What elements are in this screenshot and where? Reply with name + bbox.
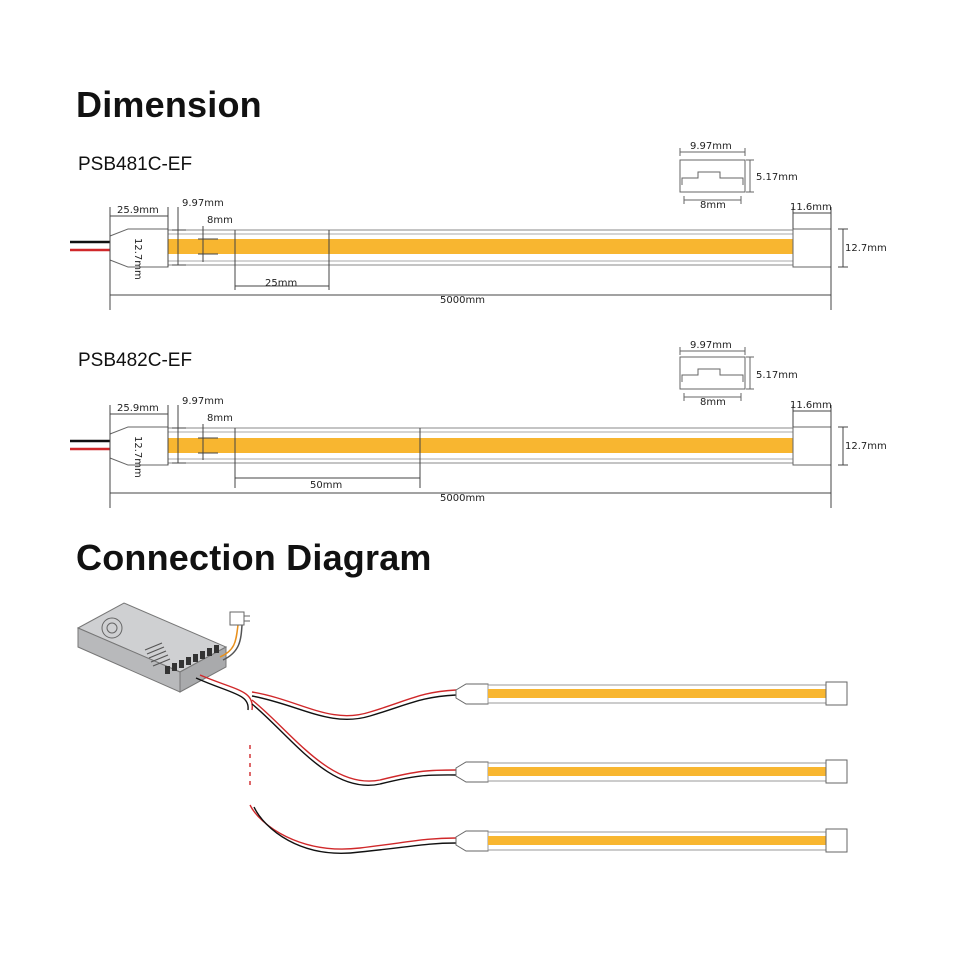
terminal-block <box>165 645 219 674</box>
connection-heading: Connection Diagram <box>76 537 432 578</box>
cross-height-label-1: 5.17mm <box>756 172 798 183</box>
led-width-label-2: 8mm <box>207 413 233 424</box>
cross-width-label-2: 9.97mm <box>690 340 732 351</box>
profile-width-label-2: 9.97mm <box>182 396 224 407</box>
cross-section-2 <box>679 347 754 401</box>
cross-section-1 <box>679 148 754 204</box>
cap-length-label-1: 25.9mm <box>117 205 159 216</box>
profile-width-label-1: 9.97mm <box>182 198 224 209</box>
output-wires <box>195 674 457 854</box>
cap-height-label-1: 12.7mm <box>132 238 143 280</box>
power-supply <box>76 602 228 693</box>
dimension-heading: Dimension <box>76 84 262 125</box>
end-cap-length-label-1: 11.6mm <box>790 202 832 213</box>
connected-strip-2 <box>455 759 848 784</box>
cap-length-label-2: 25.9mm <box>117 403 159 414</box>
model-label-2: PSB482C-EF <box>78 350 193 371</box>
led-strip <box>168 438 793 453</box>
total-length-label-1: 5000mm <box>440 295 485 306</box>
end-cap <box>792 426 832 466</box>
cross-width-label-1: 9.97mm <box>690 141 732 152</box>
led-width-label-1: 8mm <box>207 215 233 226</box>
cut-length-label-2: 50mm <box>310 480 342 491</box>
ac-input-cable <box>219 611 250 661</box>
cap-height-label-2: 12.7mm <box>132 436 143 478</box>
connected-strip-1 <box>455 681 848 706</box>
dimension-drawing-1: 9.97mm 5.17mm 8mm 12.7mm <box>70 141 887 310</box>
led-strip <box>168 239 793 254</box>
cross-inner-label-2: 8mm <box>700 397 726 408</box>
model-label-1: PSB481C-EF <box>78 154 193 175</box>
cross-inner-label-1: 8mm <box>700 200 726 211</box>
dimension-drawing-2: 9.97mm 5.17mm 8mm 12.7mm <box>70 340 887 508</box>
total-length-label-2: 5000mm <box>440 493 485 504</box>
end-cap-height-label-1: 12.7mm <box>845 243 887 254</box>
connected-strip-3 <box>455 828 848 853</box>
end-cap <box>792 228 832 268</box>
cut-length-label-1: 25mm <box>265 278 297 289</box>
end-cap-height-label-2: 12.7mm <box>845 441 887 452</box>
connection-diagram <box>76 602 848 854</box>
end-cap-length-label-2: 11.6mm <box>790 400 832 411</box>
cross-height-label-2: 5.17mm <box>756 370 798 381</box>
